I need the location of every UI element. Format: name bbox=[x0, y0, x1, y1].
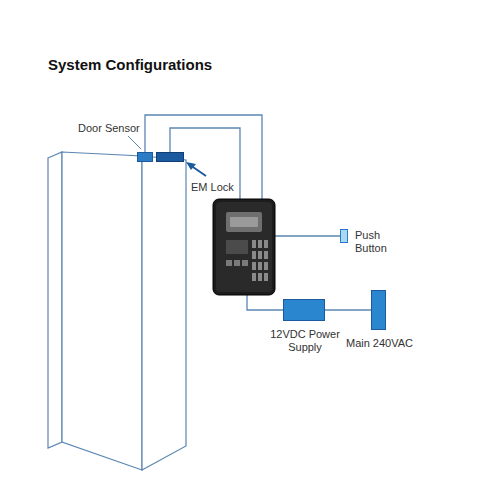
key bbox=[258, 251, 262, 259]
label-holder: EM Lock bbox=[191, 181, 234, 194]
key bbox=[258, 240, 262, 248]
sensor-wire bbox=[145, 115, 262, 200]
key bbox=[252, 273, 256, 281]
key bbox=[258, 262, 262, 270]
leader-line bbox=[128, 136, 141, 149]
key bbox=[242, 260, 248, 266]
key bbox=[264, 273, 268, 281]
arrow-head bbox=[186, 162, 196, 170]
keypad bbox=[226, 240, 268, 281]
title: System Configurations bbox=[48, 56, 212, 73]
key bbox=[264, 251, 268, 259]
door-leaf bbox=[62, 152, 142, 470]
em-lock: EM Lock bbox=[156, 152, 184, 162]
door-frame bbox=[142, 156, 186, 470]
key bbox=[264, 262, 268, 270]
key bbox=[264, 240, 268, 248]
node-label: Push Button bbox=[355, 229, 397, 254]
key bbox=[252, 251, 256, 259]
label-holder: 12VDC Power Supply bbox=[267, 328, 343, 353]
wire-connector bbox=[325, 309, 371, 310]
key bbox=[258, 273, 262, 281]
door-edge bbox=[48, 152, 62, 448]
key bbox=[252, 262, 256, 270]
terminal-body bbox=[213, 199, 275, 295]
power-supply: 12VDC Power Supply bbox=[283, 299, 325, 321]
label-holder: Push Button bbox=[355, 229, 397, 254]
terminal-reader-window bbox=[230, 217, 258, 227]
mains-supply: Main 240VAC bbox=[371, 290, 386, 330]
button-wire bbox=[275, 235, 340, 236]
node-label: Main 240VAC bbox=[332, 337, 428, 350]
push-button: Push Button bbox=[340, 229, 348, 243]
node-label: 12VDC Power Supply bbox=[267, 328, 343, 353]
terminal-display bbox=[226, 240, 248, 254]
label-holder: Door Sensor bbox=[78, 122, 140, 135]
lock-wire bbox=[170, 128, 240, 200]
power-wire bbox=[247, 295, 283, 310]
key bbox=[252, 240, 256, 248]
node-label: Door Sensor bbox=[78, 122, 140, 135]
key bbox=[226, 260, 232, 266]
label-holder: Main 240VAC bbox=[332, 337, 428, 350]
door-sensor: Door Sensor bbox=[137, 152, 153, 162]
key bbox=[234, 260, 240, 266]
terminal-reader bbox=[226, 212, 262, 232]
node-label: EM Lock bbox=[191, 181, 234, 194]
terminal-face bbox=[216, 202, 272, 292]
